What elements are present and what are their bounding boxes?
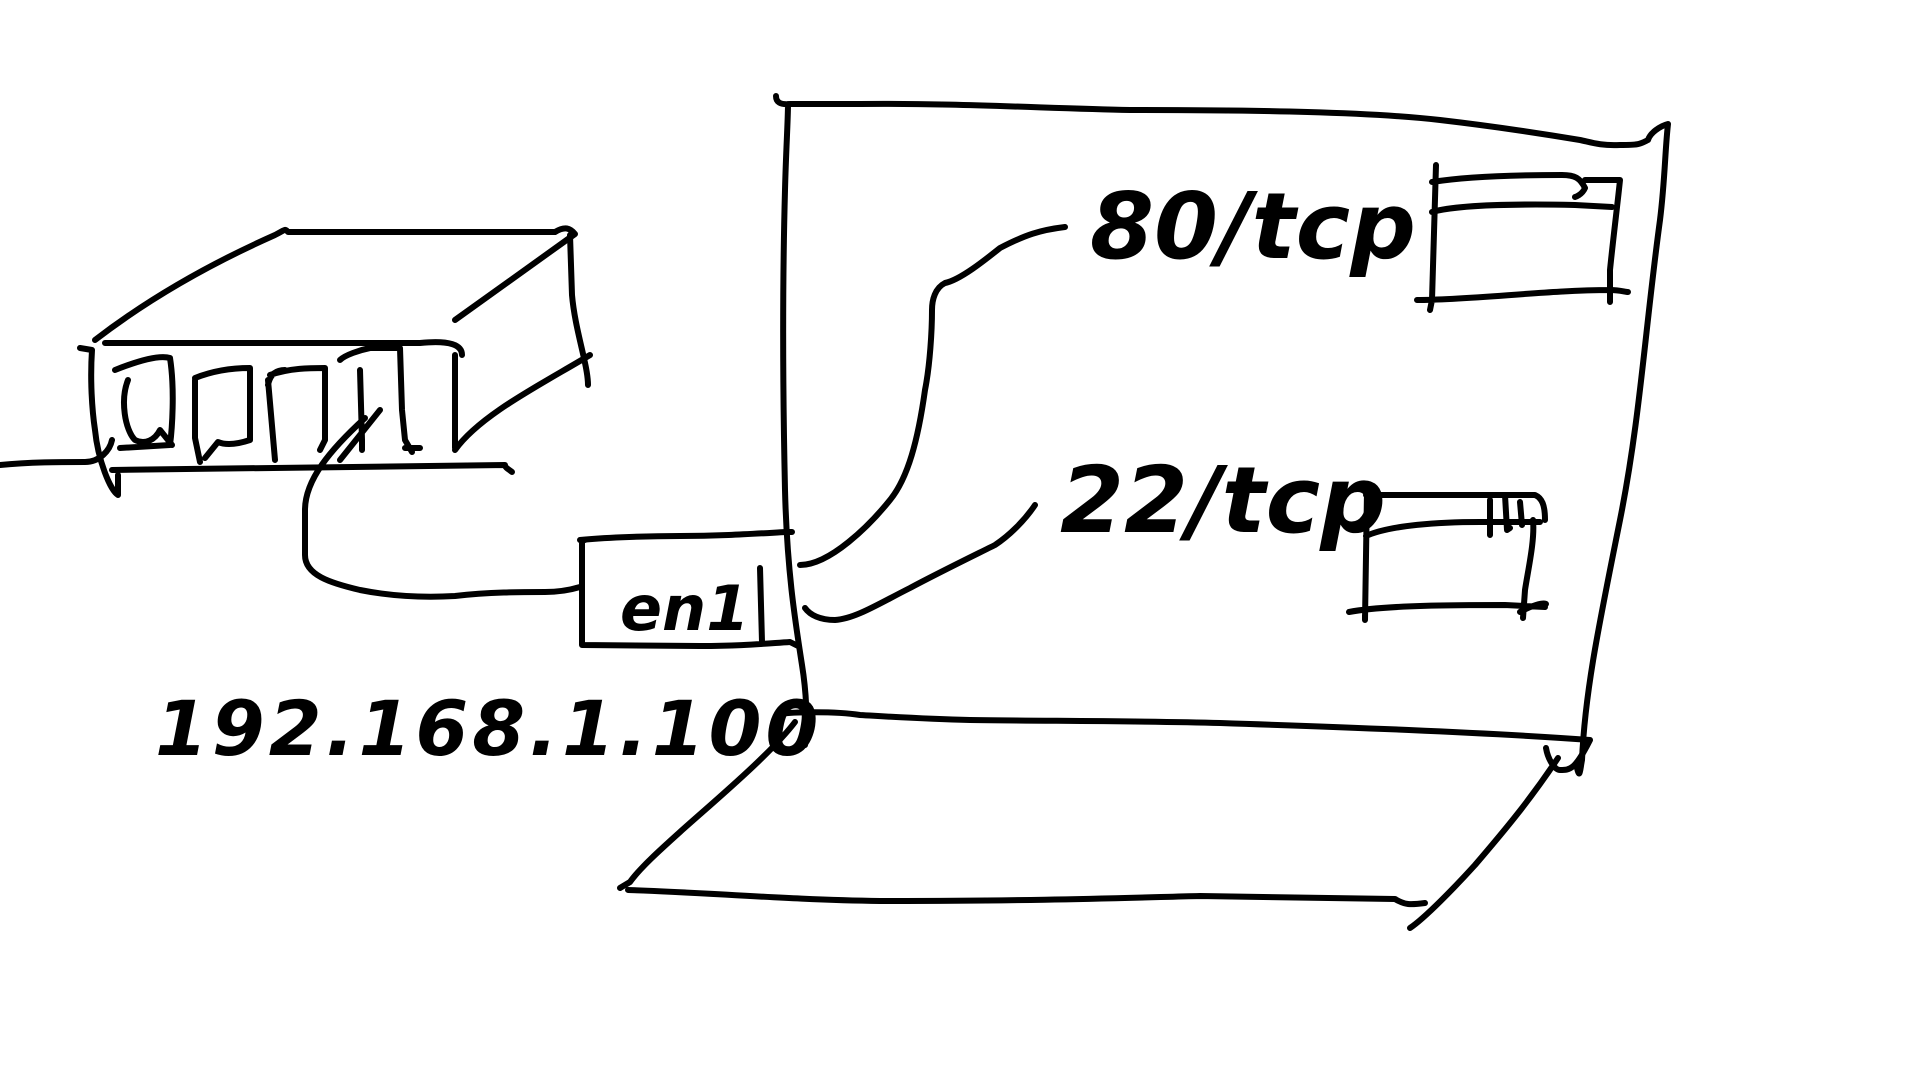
ip-address-label: 192.168.1.100 <box>155 684 822 773</box>
laptop-base <box>617 709 1593 931</box>
uplink-cable <box>0 437 115 468</box>
switch-right-face <box>452 232 593 453</box>
port-http-label: 80/tcp <box>1090 173 1416 280</box>
switch-ports <box>112 345 423 465</box>
port-http: 80/tcp <box>1090 162 1631 313</box>
port-ssh-service-box <box>1346 489 1549 623</box>
switch-front-face <box>77 339 515 498</box>
en1-label: en1 <box>620 572 749 645</box>
laptop-screen <box>773 93 1671 777</box>
port-ssh: 22/tcp <box>1060 447 1549 623</box>
link-en1-to-ssh <box>802 502 1038 623</box>
network-switch <box>77 225 593 498</box>
en1-interface: en1 <box>577 529 801 649</box>
port-http-service-box <box>1414 162 1631 313</box>
en1-box <box>577 529 801 649</box>
host-machine <box>617 93 1671 931</box>
switch-top-face <box>92 225 578 343</box>
link-en1-to-http <box>797 224 1068 568</box>
port-ssh-label: 22/tcp <box>1060 447 1386 554</box>
switch-to-en1-cable <box>302 415 583 600</box>
